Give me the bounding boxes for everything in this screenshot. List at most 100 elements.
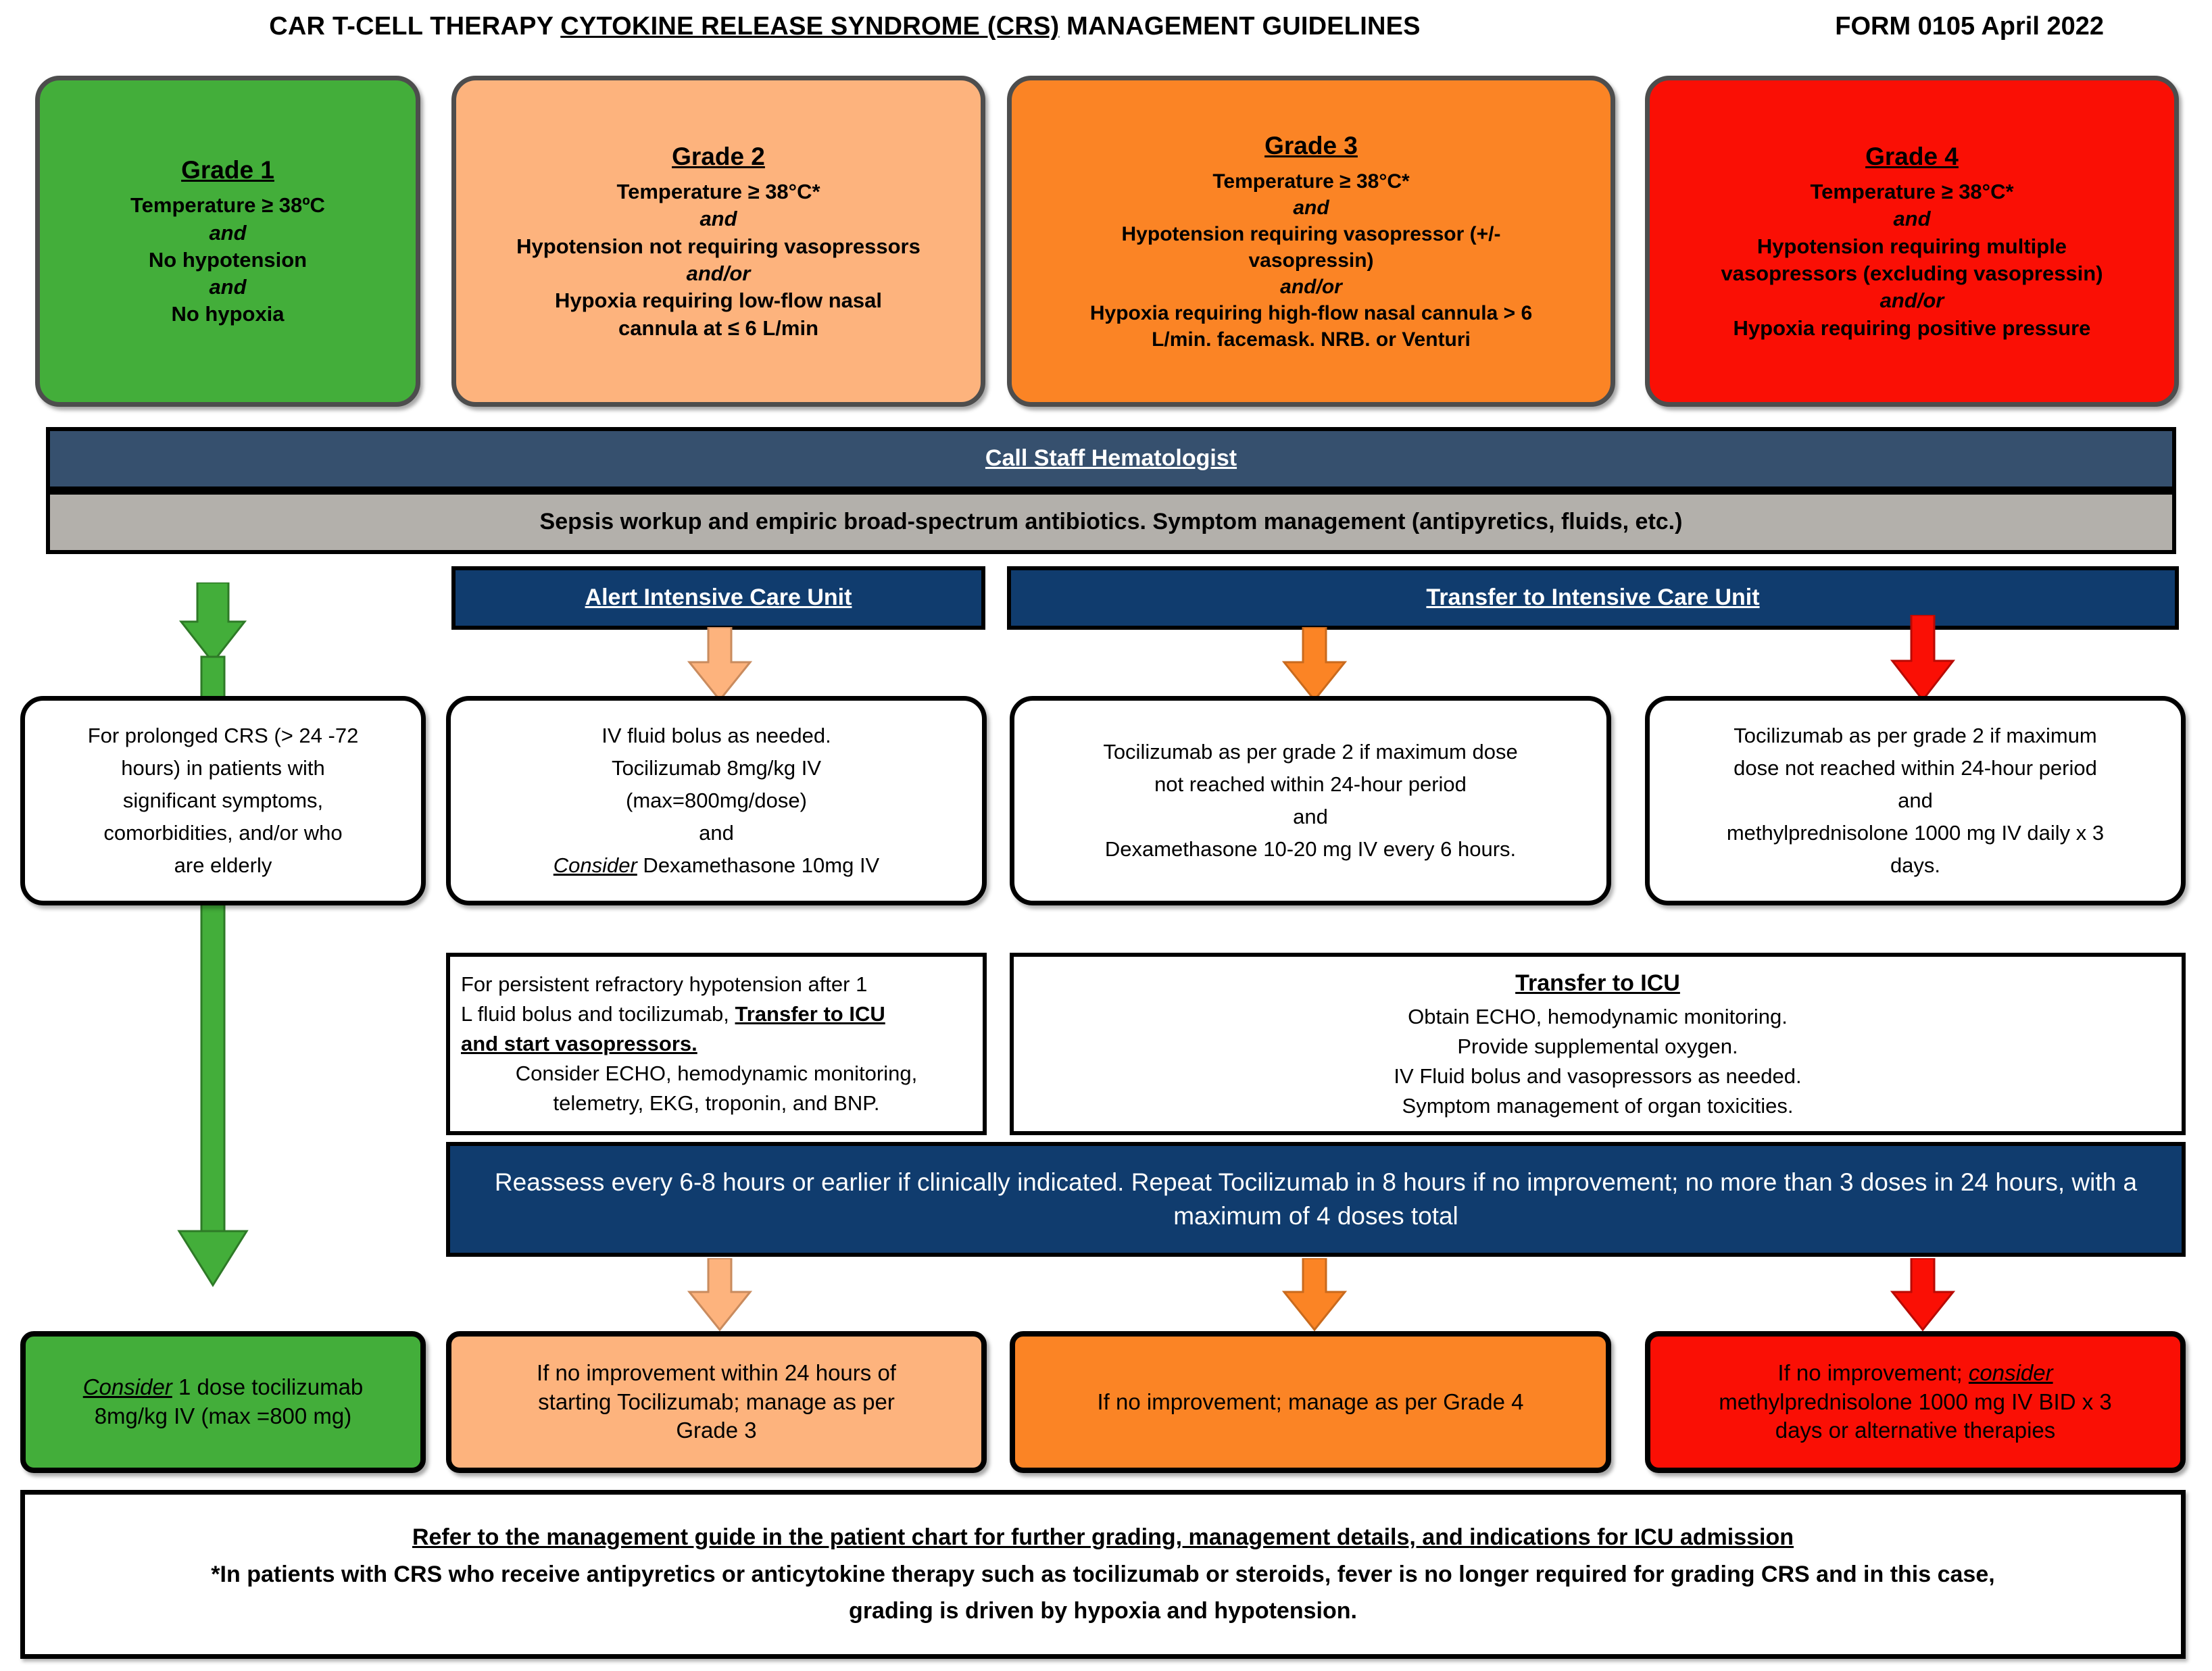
grade-3-title: Grade 3: [1264, 132, 1358, 160]
g4o-line-3: days or alternative therapies: [1775, 1418, 2056, 1443]
g1t-line-0: For prolonged CRS (> 24 -72: [87, 723, 359, 747]
arrow-grade2-to-treatment: [687, 627, 753, 701]
g2t-consider-rest: Dexamethasone 10mg IV: [637, 853, 880, 878]
arrow-grade4-to-treatment: [1890, 615, 1956, 701]
g2t-line-2: (max=800mg/dose): [626, 788, 807, 812]
grade-3-line-0: Temperature ≥ 38°C*: [1212, 170, 1410, 193]
g4o-line-1a: If no improvement;: [1777, 1360, 1969, 1385]
grade-3-box: Grade 3 Temperature ≥ 38°C* and Hypotens…: [1007, 76, 1615, 407]
grade-1-line-4: No hypoxia: [171, 302, 285, 326]
g4t-line-2: and: [1898, 788, 1933, 812]
sepsis-workup-label: Sepsis workup and empiric broad-spectrum…: [539, 509, 1683, 535]
refractory-line-2: L fluid bolus and tocilizumab,: [461, 1001, 735, 1026]
page-header: CAR T-CELL THERAPY CYTOKINE RELEASE SYND…: [0, 7, 2212, 45]
grade-1-box: Grade 1 Temperature ≥ 38ºC and No hypote…: [35, 76, 420, 407]
grade-3-line-5: Hypoxia requiring high-flow nasal cannul…: [1089, 301, 1533, 324]
grade-1-line-1: and: [209, 220, 247, 245]
grade-1-line-0: Temperature ≥ 38ºC: [130, 193, 325, 218]
grade1-treatment-box: For prolonged CRS (> 24 -72 hours) in pa…: [20, 696, 426, 905]
arrow-grade1-long: [177, 582, 249, 1287]
transfer-icu-label: Transfer to Intensive Care Unit: [1426, 584, 1760, 611]
g2t-line-3: and: [699, 821, 734, 845]
sepsis-workup-bar: Sepsis workup and empiric broad-spectrum…: [46, 491, 2176, 554]
g2t-line-0: IV fluid bolus as needed.: [601, 723, 831, 747]
g4t-line-4: days.: [1890, 853, 1941, 878]
grade-2-line-4: Hypoxia requiring low-flow nasal: [554, 289, 882, 313]
g1t-line-2: significant symptoms,: [122, 788, 324, 812]
refractory-line-5: telemetry, EKG, troponin, and BNP.: [553, 1091, 880, 1116]
g2t-line-1: Tocilizumab 8mg/kg IV: [611, 755, 822, 780]
g2o-line-2: Grade 3: [676, 1418, 757, 1443]
ticu-line-3: Symptom management of organ toxicities.: [1402, 1094, 1794, 1118]
ticu-line-2: IV Fluid bolus and vasopressors as neede…: [1394, 1064, 1802, 1089]
grade-1-line-2: No hypotension: [148, 247, 308, 272]
grade-2-line-3: and/or: [686, 261, 751, 286]
title-pre: CAR T-CELL THERAPY: [269, 12, 561, 41]
g2o-line-0: If no improvement within 24 hours of: [537, 1360, 896, 1385]
page-title: CAR T-CELL THERAPY CYTOKINE RELEASE SYND…: [0, 12, 1690, 41]
title-underlined: CYTOKINE RELEASE SYNDROME (CRS): [560, 12, 1060, 41]
g3o-line-0: If no improvement; manage as per Grade 4: [1097, 1389, 1524, 1414]
reassess-bar: Reassess every 6-8 hours or earlier if c…: [446, 1142, 2186, 1257]
grade-4-line-2: Hypotension requiring multiple: [1756, 234, 2067, 258]
grade3-treatment-box: Tocilizumab as per grade 2 if maximum do…: [1010, 696, 1611, 905]
footer-line-1: Refer to the management guide in the pat…: [412, 1524, 1794, 1551]
grade1-outcome-box: Consider 1 dose tocilizumab 8mg/kg IV (m…: [20, 1331, 426, 1473]
arrow-grade3-to-outcome: [1281, 1258, 1348, 1331]
refractory-hypotension-box: For persistent refractory hypotension af…: [446, 953, 987, 1135]
g1t-line-3: comorbidities, and/or who: [103, 821, 343, 845]
g1t-line-4: are elderly: [174, 853, 272, 878]
form-code: FORM 0105 April 2022: [1835, 12, 2104, 41]
grade-3-line-1: and: [1293, 196, 1329, 219]
grade-4-title: Grade 4: [1865, 143, 1959, 171]
grade-3-line-2: Hypotension requiring vasopressor (+/-: [1121, 222, 1501, 245]
grade3-outcome-box: If no improvement; manage as per Grade 4: [1010, 1331, 1611, 1473]
arrow-grade2-to-outcome: [687, 1258, 753, 1331]
transfer-to-icu-box: Transfer to ICU Obtain ECHO, hemodynamic…: [1010, 953, 2186, 1135]
grade-2-box: Grade 2 Temperature ≥ 38°C* and Hypotens…: [451, 76, 985, 407]
grade-3-line-6: L/min. facemask. NRB. or Venturi: [1152, 328, 1471, 351]
title-post: MANAGEMENT GUIDELINES: [1059, 12, 1421, 41]
call-hematologist-bar: Call Staff Hematologist: [46, 427, 2176, 491]
refractory-line-1: For persistent refractory hypotension af…: [461, 972, 868, 996]
g1t-line-1: hours) in patients with: [121, 755, 325, 780]
ticu-line-0: Obtain ECHO, hemodynamic monitoring.: [1408, 1005, 1788, 1029]
grade2-treatment-box: IV fluid bolus as needed. Tocilizumab 8m…: [446, 696, 987, 905]
grade-2-line-5: cannula at ≤ 6 L/min: [618, 316, 819, 340]
ticu-line-1: Provide supplemental oxygen.: [1457, 1034, 1738, 1059]
grade-2-line-1: and: [699, 207, 737, 231]
refractory-line-4: Consider ECHO, hemodynamic monitoring,: [515, 1062, 918, 1085]
grade-4-line-5: Hypoxia requiring positive pressure: [1733, 316, 2091, 340]
call-hematologist-label: Call Staff Hematologist: [985, 445, 1237, 472]
footer-note-box: Refer to the management guide in the pat…: [20, 1490, 2186, 1659]
g2o-line-1: starting Tocilizumab; manage as per: [538, 1389, 895, 1414]
grade-4-line-3: vasopressors (excluding vasopressin): [1721, 261, 2103, 286]
footer-line-3: grading is driven by hypoxia and hypoten…: [849, 1598, 1357, 1624]
g2t-consider: Consider: [553, 853, 637, 878]
g4t-line-1: dose not reached within 24-hour period: [1734, 755, 2097, 780]
refractory-transfer-icu: Transfer to ICU: [735, 1001, 885, 1026]
grade2-outcome-box: If no improvement within 24 hours of sta…: [446, 1331, 987, 1473]
g1o-consider: Consider: [82, 1374, 172, 1400]
grade-4-line-0: Temperature ≥ 38°C*: [1810, 180, 2014, 204]
g3t-line-3: Dexamethasone 10-20 mg IV every 6 hours.: [1104, 837, 1517, 862]
g1o-rest: 1 dose tocilizumab: [172, 1374, 364, 1400]
arrow-grade4-to-outcome: [1890, 1258, 1956, 1331]
transfer-icu-bar: Transfer to Intensive Care Unit: [1007, 566, 2179, 630]
g1o-line-2: 8mg/kg IV (max =800 mg): [94, 1403, 352, 1428]
footer-line-2: *In patients with CRS who receive antipy…: [211, 1561, 1995, 1587]
grade-2-line-2: Hypotension not requiring vasopressors: [516, 234, 920, 258]
grade-4-line-4: and/or: [1879, 289, 1944, 313]
grade-1-line-3: and: [209, 275, 247, 299]
refractory-start-vasopressors: and start vasopressors.: [461, 1031, 697, 1055]
grade-4-line-1: and: [1893, 207, 1931, 231]
grade4-treatment-box: Tocilizumab as per grade 2 if maximum do…: [1645, 696, 2186, 905]
alert-icu-bar: Alert Intensive Care Unit: [451, 566, 985, 630]
transfer-icu-box-title: Transfer to ICU: [1515, 970, 1680, 996]
g4t-line-0: Tocilizumab as per grade 2 if maximum: [1734, 723, 2097, 747]
alert-icu-label: Alert Intensive Care Unit: [585, 584, 852, 611]
grade-3-line-4: and/or: [1280, 275, 1342, 298]
grade-3-line-3: vasopressin): [1248, 249, 1374, 272]
g3t-line-0: Tocilizumab as per grade 2 if maximum do…: [1103, 739, 1518, 764]
